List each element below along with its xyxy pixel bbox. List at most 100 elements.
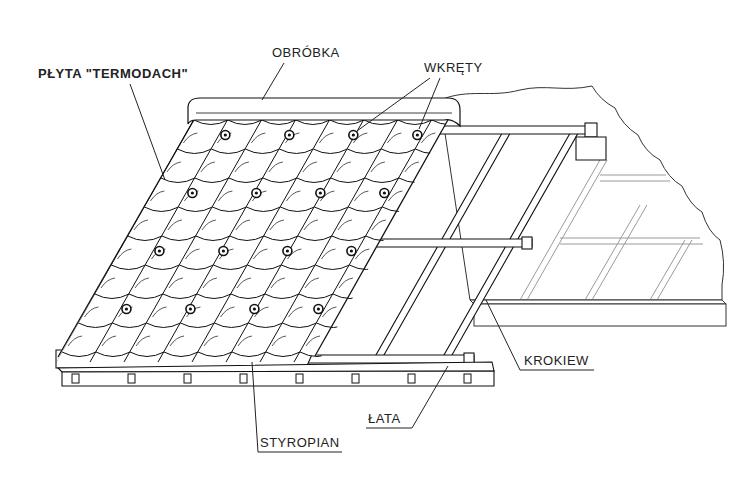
tile-roll	[99, 162, 487, 172]
back-rafter	[520, 160, 600, 300]
part-label: WKRĘTY	[424, 60, 483, 75]
leader-line	[366, 366, 448, 428]
screw-centre	[189, 307, 192, 310]
screw	[250, 305, 259, 314]
leader-line	[252, 362, 342, 452]
screw	[316, 189, 325, 198]
tile-roll	[115, 133, 503, 143]
tile-row	[93, 178, 501, 183]
board-block	[72, 374, 79, 383]
leader-line	[486, 300, 594, 370]
part-label: STYROPIAN	[260, 435, 340, 450]
ridge-beam	[576, 137, 606, 160]
part-label: PŁYTA "TERMODACH"	[38, 66, 188, 81]
part-label: KROKIEW	[524, 353, 589, 368]
screw-centre	[224, 133, 227, 136]
screw-centre	[255, 191, 258, 194]
screw-centre	[317, 307, 320, 310]
screw-head	[186, 305, 195, 314]
tile-roll	[0, 336, 388, 346]
screw-head	[219, 247, 228, 256]
screw-centre	[352, 133, 355, 136]
screw-centre	[286, 249, 289, 252]
leader-line	[130, 84, 165, 180]
screw-head	[221, 131, 230, 140]
tile-roll	[49, 249, 437, 259]
back-roof-outline	[440, 86, 724, 300]
screw-head	[155, 247, 164, 256]
board-block	[408, 374, 415, 383]
part-label: ŁATA	[368, 411, 401, 426]
screw-head	[250, 305, 259, 314]
screw	[186, 305, 195, 314]
screw-head	[285, 131, 294, 140]
screw-centre	[191, 191, 194, 194]
back-batten	[600, 175, 666, 176]
panel-edge	[58, 118, 195, 357]
back-rafter	[592, 205, 647, 300]
screw	[155, 247, 164, 256]
screw	[413, 131, 422, 140]
screw	[285, 131, 294, 140]
tile-row	[126, 120, 534, 125]
tile-row	[27, 294, 435, 299]
back-eave-top	[470, 300, 726, 304]
board-block	[240, 374, 247, 383]
screw	[349, 131, 358, 140]
screw	[188, 189, 197, 198]
screw	[219, 247, 228, 256]
board-block	[464, 374, 471, 383]
screw-head	[316, 189, 325, 198]
tile-roll	[66, 220, 454, 230]
screw-head	[349, 131, 358, 140]
tile-roll	[33, 278, 421, 288]
back-rafter	[657, 240, 692, 300]
screw	[252, 189, 261, 198]
panel-tiles	[0, 104, 534, 362]
tile-row	[43, 265, 451, 270]
screw	[221, 131, 230, 140]
tile-column	[294, 105, 440, 362]
ridge-block	[585, 123, 597, 137]
leader-line	[262, 63, 284, 100]
board-blocks	[72, 374, 471, 383]
back-batten	[600, 181, 670, 182]
tile-column	[226, 105, 372, 362]
screw-head	[283, 247, 292, 256]
ridge-flashing	[188, 98, 460, 126]
screw	[380, 189, 389, 198]
screws	[122, 131, 422, 314]
leader-line	[419, 78, 440, 129]
back-batten	[560, 244, 703, 245]
tile-row	[10, 323, 418, 328]
back-rafter	[527, 160, 607, 300]
part-label: OBRÓBKA	[272, 45, 340, 60]
screw-head	[188, 189, 197, 198]
screw-centre	[253, 307, 256, 310]
tile-row	[109, 149, 517, 154]
screw-centre	[158, 249, 161, 252]
back-rafter	[585, 205, 640, 300]
eave-board-front	[62, 371, 494, 386]
tile-roll	[16, 307, 404, 317]
tile-row	[76, 207, 484, 212]
eave-board-top	[58, 362, 494, 372]
screw	[122, 305, 131, 314]
batten	[430, 126, 596, 134]
tile-roll	[82, 191, 470, 201]
screw	[347, 247, 356, 256]
screw-centre	[383, 191, 386, 194]
board-block	[352, 374, 359, 383]
board-block	[128, 374, 135, 383]
screw-head	[380, 189, 389, 198]
screw-head	[413, 131, 422, 140]
batten	[366, 239, 532, 247]
screw-centre	[416, 133, 419, 136]
screw-head	[252, 189, 261, 198]
board-block	[296, 374, 303, 383]
screw-head	[122, 305, 131, 314]
back-eave-board	[474, 304, 726, 326]
screw-centre	[319, 191, 322, 194]
screw-head	[314, 305, 323, 314]
back-batten	[560, 238, 700, 239]
